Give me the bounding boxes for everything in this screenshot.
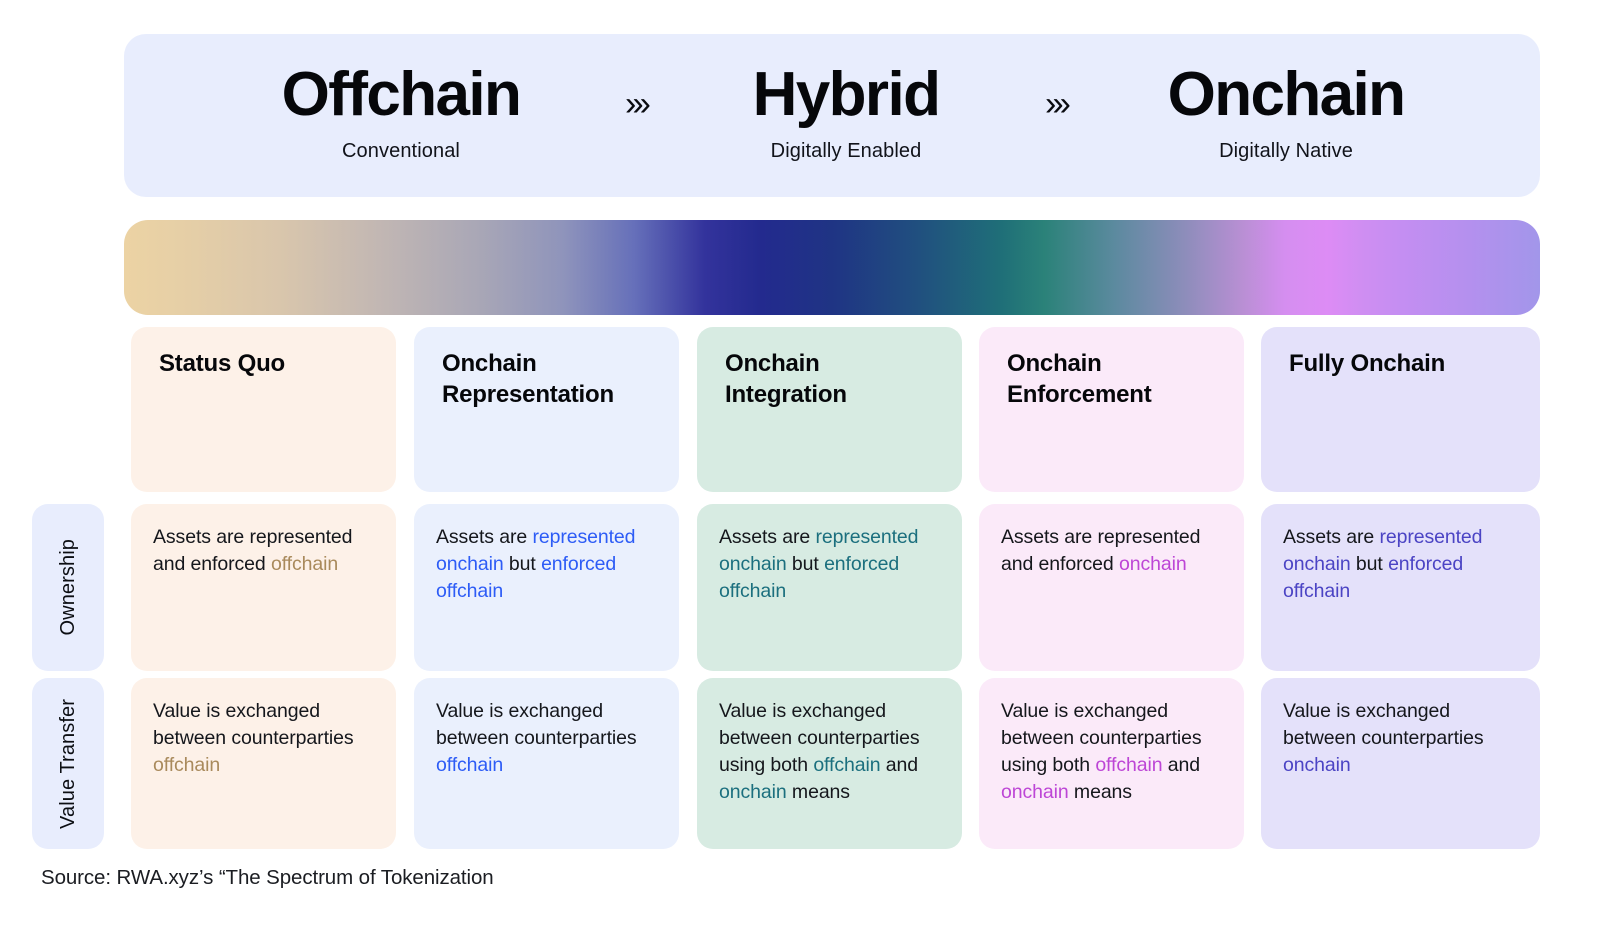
column-title: Fully Onchain bbox=[1289, 350, 1446, 377]
column-title: Onchain Enforcement bbox=[1007, 350, 1152, 408]
highlight-term: offchain bbox=[153, 753, 221, 776]
highlight-term: onchain bbox=[1001, 780, 1069, 803]
row-label-ownership: Ownership bbox=[32, 504, 104, 671]
plain-text: Assets are bbox=[719, 526, 816, 548]
cell-status-quo-ownership[interactable]: Assets are represented and enforced offc… bbox=[131, 504, 396, 671]
stage-onchain: Onchain Digitally Native bbox=[1076, 64, 1496, 167]
plain-text: Assets are represented and enforced bbox=[153, 526, 353, 575]
cell-text: Value is exchanged between counterpartie… bbox=[436, 698, 661, 779]
highlight-term: offchain bbox=[270, 552, 339, 575]
column-header-fully-onchain[interactable]: Fully Onchain bbox=[1261, 327, 1540, 492]
cell-text: Assets are represented and enforced offc… bbox=[153, 524, 378, 578]
column-header-onchain-representation[interactable]: Onchain Representation bbox=[414, 327, 679, 492]
stage-onchain-title: Onchain bbox=[1167, 60, 1406, 129]
chevron-right-triple-icon-2: ››› bbox=[1045, 84, 1071, 123]
cell-text: Assets are represented onchain but enfor… bbox=[1283, 524, 1522, 605]
stage-onchain-subtitle: Digitally Native bbox=[1219, 140, 1353, 162]
column-title: Onchain Integration bbox=[725, 350, 847, 408]
stage-offchain: Offchain Conventional bbox=[186, 64, 616, 167]
cell-text: Value is exchanged between counterpartie… bbox=[1283, 698, 1522, 779]
plain-text: means bbox=[786, 780, 850, 803]
plain-text: Assets are bbox=[436, 526, 533, 548]
cell-fully-onchain-value-transfer[interactable]: Value is exchanged between counterpartie… bbox=[1261, 678, 1540, 849]
cell-onchain-representation-ownership[interactable]: Assets are represented onchain but enfor… bbox=[414, 504, 679, 671]
cell-onchain-integration-ownership[interactable]: Assets are represented onchain but enfor… bbox=[697, 504, 962, 671]
plain-text: Assets are bbox=[1283, 526, 1380, 548]
stage-hybrid-subtitle: Digitally Enabled bbox=[770, 140, 922, 162]
highlight-term: enforced offchain bbox=[1283, 552, 1464, 602]
cell-onchain-representation-value-transfer[interactable]: Value is exchanged between counterpartie… bbox=[414, 678, 679, 849]
source-caption: Source: RWA.xyz’s “The Spectrum of Token… bbox=[41, 866, 494, 889]
highlight-term: onchain bbox=[1118, 552, 1187, 575]
cell-text: Value is exchanged between counterpartie… bbox=[153, 698, 378, 779]
highlight-term: offchain bbox=[1095, 753, 1163, 776]
cell-onchain-integration-value-transfer[interactable]: Value is exchanged between counterpartie… bbox=[697, 678, 962, 849]
column-header-onchain-enforcement[interactable]: Onchain Enforcement bbox=[979, 327, 1244, 492]
plain-text: but bbox=[503, 552, 542, 575]
highlight-term: enforced offchain bbox=[436, 552, 617, 602]
cell-text: Value is exchanged between counterpartie… bbox=[1001, 698, 1226, 806]
cell-onchain-enforcement-ownership[interactable]: Assets are represented and enforced onch… bbox=[979, 504, 1244, 671]
cell-fully-onchain-ownership[interactable]: Assets are represented onchain but enfor… bbox=[1261, 504, 1540, 671]
highlight-term: represented onchain bbox=[719, 526, 919, 575]
cell-status-quo-value-transfer[interactable]: Value is exchanged between counterpartie… bbox=[131, 678, 396, 849]
plain-text: and bbox=[880, 753, 919, 776]
row-label-value-transfer: Value Transfer bbox=[32, 678, 104, 849]
highlight-term: represented onchain bbox=[436, 526, 636, 575]
highlight-term: onchain bbox=[719, 780, 787, 803]
cell-text: Assets are represented and enforced onch… bbox=[1001, 524, 1226, 578]
highlight-term: represented onchain bbox=[1283, 526, 1483, 575]
plain-text: Value is exchanged between counterpartie… bbox=[1001, 700, 1202, 776]
stage-offchain-subtitle: Conventional bbox=[342, 140, 460, 162]
plain-text: Value is exchanged between counterpartie… bbox=[153, 700, 354, 749]
plain-text: but bbox=[786, 552, 825, 575]
highlight-term: onchain bbox=[1283, 753, 1351, 776]
highlight-term: offchain bbox=[436, 753, 504, 776]
stage-offchain-title: Offchain bbox=[281, 60, 522, 129]
plain-text: Value is exchanged between counterpartie… bbox=[436, 700, 637, 749]
chevron-right-triple-icon: ››› bbox=[625, 84, 651, 123]
plain-text: Assets are represented and enforced bbox=[1001, 526, 1201, 575]
highlight-term: offchain bbox=[813, 753, 881, 776]
cell-text: Assets are represented onchain but enfor… bbox=[436, 524, 661, 605]
row-label-text: Value Transfer bbox=[56, 698, 79, 829]
gradient-spectrum-bar bbox=[124, 220, 1540, 315]
plain-text: means bbox=[1068, 780, 1132, 803]
plain-text: Value is exchanged between counterpartie… bbox=[719, 700, 920, 776]
stage-hybrid: Hybrid Digitally Enabled bbox=[656, 64, 1036, 167]
plain-text: but bbox=[1350, 552, 1389, 575]
plain-text: Value is exchanged between counterpartie… bbox=[1283, 700, 1484, 749]
cell-text: Assets are represented onchain but enfor… bbox=[719, 524, 944, 605]
column-title: Onchain Representation bbox=[442, 350, 614, 408]
highlight-term: enforced offchain bbox=[719, 552, 900, 602]
column-title: Status Quo bbox=[159, 350, 286, 377]
cell-text: Value is exchanged between counterpartie… bbox=[719, 698, 944, 806]
column-header-status-quo[interactable]: Status Quo bbox=[131, 327, 396, 492]
stage-hybrid-title: Hybrid bbox=[752, 60, 941, 129]
plain-text: and bbox=[1162, 753, 1201, 776]
stage-banner: Offchain Conventional ››› Hybrid Digital… bbox=[124, 34, 1540, 197]
cell-onchain-enforcement-value-transfer[interactable]: Value is exchanged between counterpartie… bbox=[979, 678, 1244, 849]
column-header-onchain-integration[interactable]: Onchain Integration bbox=[697, 327, 962, 492]
row-label-text: Ownership bbox=[56, 539, 79, 636]
